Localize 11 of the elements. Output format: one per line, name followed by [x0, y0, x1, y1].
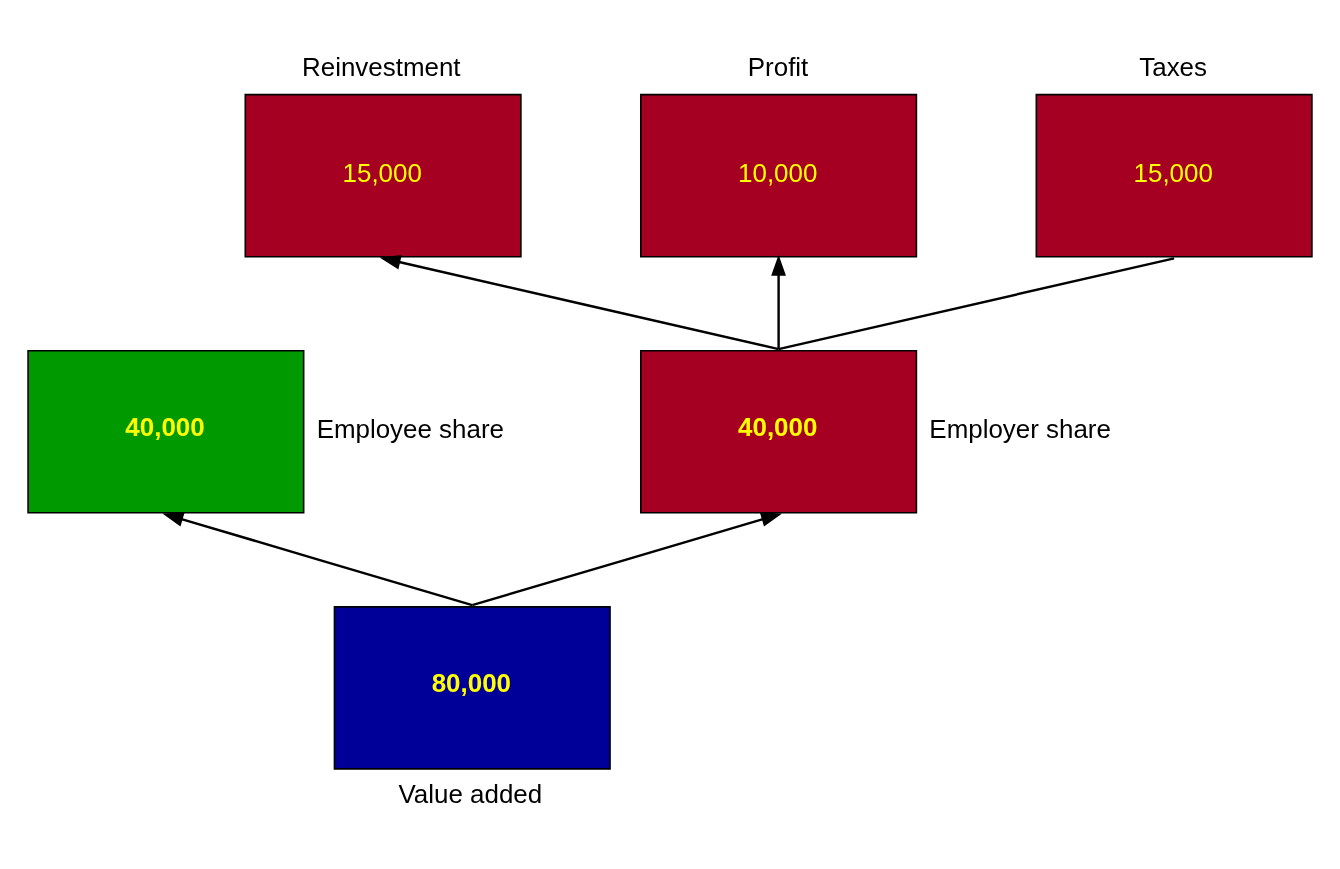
node-label: Taxes [1139, 52, 1207, 81]
arrow [379, 254, 779, 350]
connector [778, 256, 1175, 350]
node-label: Employer share [929, 414, 1111, 443]
arrow [162, 511, 473, 606]
arrow [771, 254, 786, 349]
node-label: Employee share [316, 414, 504, 443]
node-label: Value added [398, 779, 543, 808]
arrow [471, 511, 783, 606]
node-label: Profit [747, 52, 809, 81]
node-label: Reinvestment [302, 52, 461, 81]
